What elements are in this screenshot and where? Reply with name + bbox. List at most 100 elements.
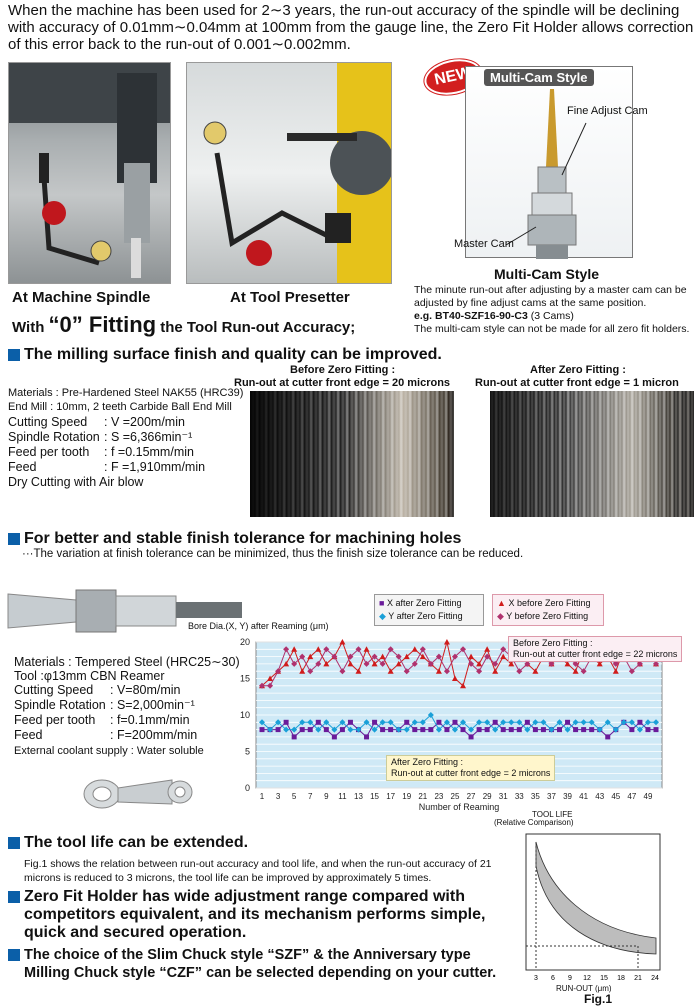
data-point — [411, 646, 418, 652]
data-point — [557, 727, 563, 733]
data-point — [581, 727, 587, 733]
data-point — [275, 719, 282, 726]
data-point — [620, 719, 627, 726]
data-point — [420, 727, 426, 733]
legend-label: X before Zero Fitting — [508, 598, 591, 608]
data-point — [283, 646, 290, 653]
data-point — [403, 726, 410, 733]
chart-before-title: Before Zero Fitting : — [513, 638, 593, 648]
chart-xtick-label: 9 — [324, 792, 329, 801]
data-point — [580, 719, 587, 726]
data-point — [275, 668, 282, 675]
data-point — [419, 646, 426, 653]
chart-xtick-label: 41 — [579, 792, 588, 801]
fig1-title: TOOL LIFE — [532, 810, 573, 819]
data-point — [564, 726, 571, 733]
data-point — [573, 727, 579, 733]
data-point — [388, 727, 394, 733]
multicam-panel: Multi-Cam Style — [465, 66, 633, 259]
section3-body: Fig.1 shows the relation between run-out… — [24, 858, 492, 884]
data-point — [508, 660, 515, 667]
spec-key: Cutting Speed — [8, 415, 88, 429]
section2-heading: For better and stable finish tolerance f… — [8, 530, 461, 548]
data-point — [468, 726, 475, 733]
spec-key: Spindle Rotation — [14, 698, 106, 712]
data-point — [443, 668, 450, 675]
legend-label: Y after Zero Fitting — [388, 611, 463, 621]
after-zero-fitting-surface — [490, 391, 694, 517]
data-point — [508, 727, 514, 733]
chart-xtick-label: 13 — [354, 792, 363, 801]
data-point — [468, 734, 474, 740]
data-point — [444, 727, 450, 733]
spindle-illustration — [9, 63, 170, 278]
data-point — [524, 726, 531, 733]
fitting-heading-post: the Tool Run-out Accuracy; — [156, 319, 356, 336]
data-point — [572, 719, 579, 726]
data-point — [637, 719, 643, 725]
data-point — [267, 682, 274, 689]
fig1-xtick-label: 24 — [651, 975, 659, 982]
data-point — [565, 719, 571, 725]
data-point — [371, 726, 378, 733]
data-point — [612, 668, 619, 674]
data-point — [299, 727, 305, 733]
data-point — [532, 727, 538, 733]
data-point — [323, 660, 330, 667]
data-point — [323, 646, 330, 653]
data-point — [395, 660, 402, 667]
data-point — [323, 719, 330, 726]
spec-row: Cutting Speed: V =200m/min — [8, 415, 205, 430]
data-point — [403, 668, 410, 675]
data-point — [644, 719, 651, 726]
chart-xtick-label: 5 — [292, 792, 297, 801]
spec-row: Spindle Rotation: S =6,366min⁻¹ — [8, 430, 205, 445]
spec-row: Cutting Speed: V=80m/min — [14, 683, 204, 698]
data-point — [331, 653, 338, 660]
data-point — [589, 727, 595, 733]
data-point — [379, 660, 386, 667]
section2-materials: Materials : Tempered Steel (HRC25∼30) — [14, 655, 240, 669]
coolant-note: External coolant supply : Water soluble — [14, 743, 204, 759]
data-point — [572, 668, 579, 674]
data-point — [307, 653, 314, 660]
fig1-xtick-label: 6 — [551, 975, 555, 982]
chart-xtick-label: 15 — [370, 792, 379, 801]
chart-ytick-label: 15 — [240, 674, 250, 684]
chart-xtick-label: 19 — [402, 792, 411, 801]
data-point — [645, 727, 651, 733]
data-point — [387, 719, 394, 726]
data-point — [419, 719, 426, 726]
data-point — [291, 734, 297, 740]
spec-row: Feed per tooth: f=0.1mm/min — [14, 713, 204, 728]
fig1-xtick-label: 3 — [534, 975, 538, 982]
bullet2-text: Zero Fit Holder has wide adjustment rang… — [24, 888, 486, 941]
data-point — [604, 719, 611, 726]
workpiece-svg — [83, 779, 193, 809]
before-finish-title: Before Zero Fitting : — [290, 364, 396, 376]
section1-heading-text: The milling surface finish and quality c… — [24, 346, 442, 363]
legend-before: ▲ X before Zero Fitting ◆ Y before Zero … — [492, 594, 604, 626]
bullet3: The choice of the Slim Chuck style “SZF”… — [8, 946, 508, 982]
section2-specs: Cutting Speed: V=80m/min Spindle Rotatio… — [14, 683, 204, 759]
data-point — [476, 727, 482, 733]
data-point — [412, 727, 418, 733]
spec-row: Feed per tooth: f =0.15mm/min — [8, 445, 205, 460]
square-bullet-icon — [8, 533, 20, 545]
chart-xtick-label: 49 — [644, 792, 653, 801]
data-point — [653, 660, 659, 667]
data-point — [315, 719, 321, 725]
data-point — [387, 646, 394, 653]
section1-specs: Cutting Speed: V =200m/min Spindle Rotat… — [8, 415, 205, 490]
spec-value: : f =0.15mm/min — [104, 445, 194, 459]
data-point — [628, 719, 635, 726]
data-point — [476, 660, 483, 667]
data-point — [484, 646, 491, 652]
tool-presetter-photo — [186, 62, 392, 284]
data-point — [572, 660, 579, 667]
multicam-desc: The minute run-out after adjusting by a … — [414, 284, 687, 309]
data-point — [259, 719, 265, 726]
multicam-example-note: (3 Cams) — [530, 310, 574, 322]
